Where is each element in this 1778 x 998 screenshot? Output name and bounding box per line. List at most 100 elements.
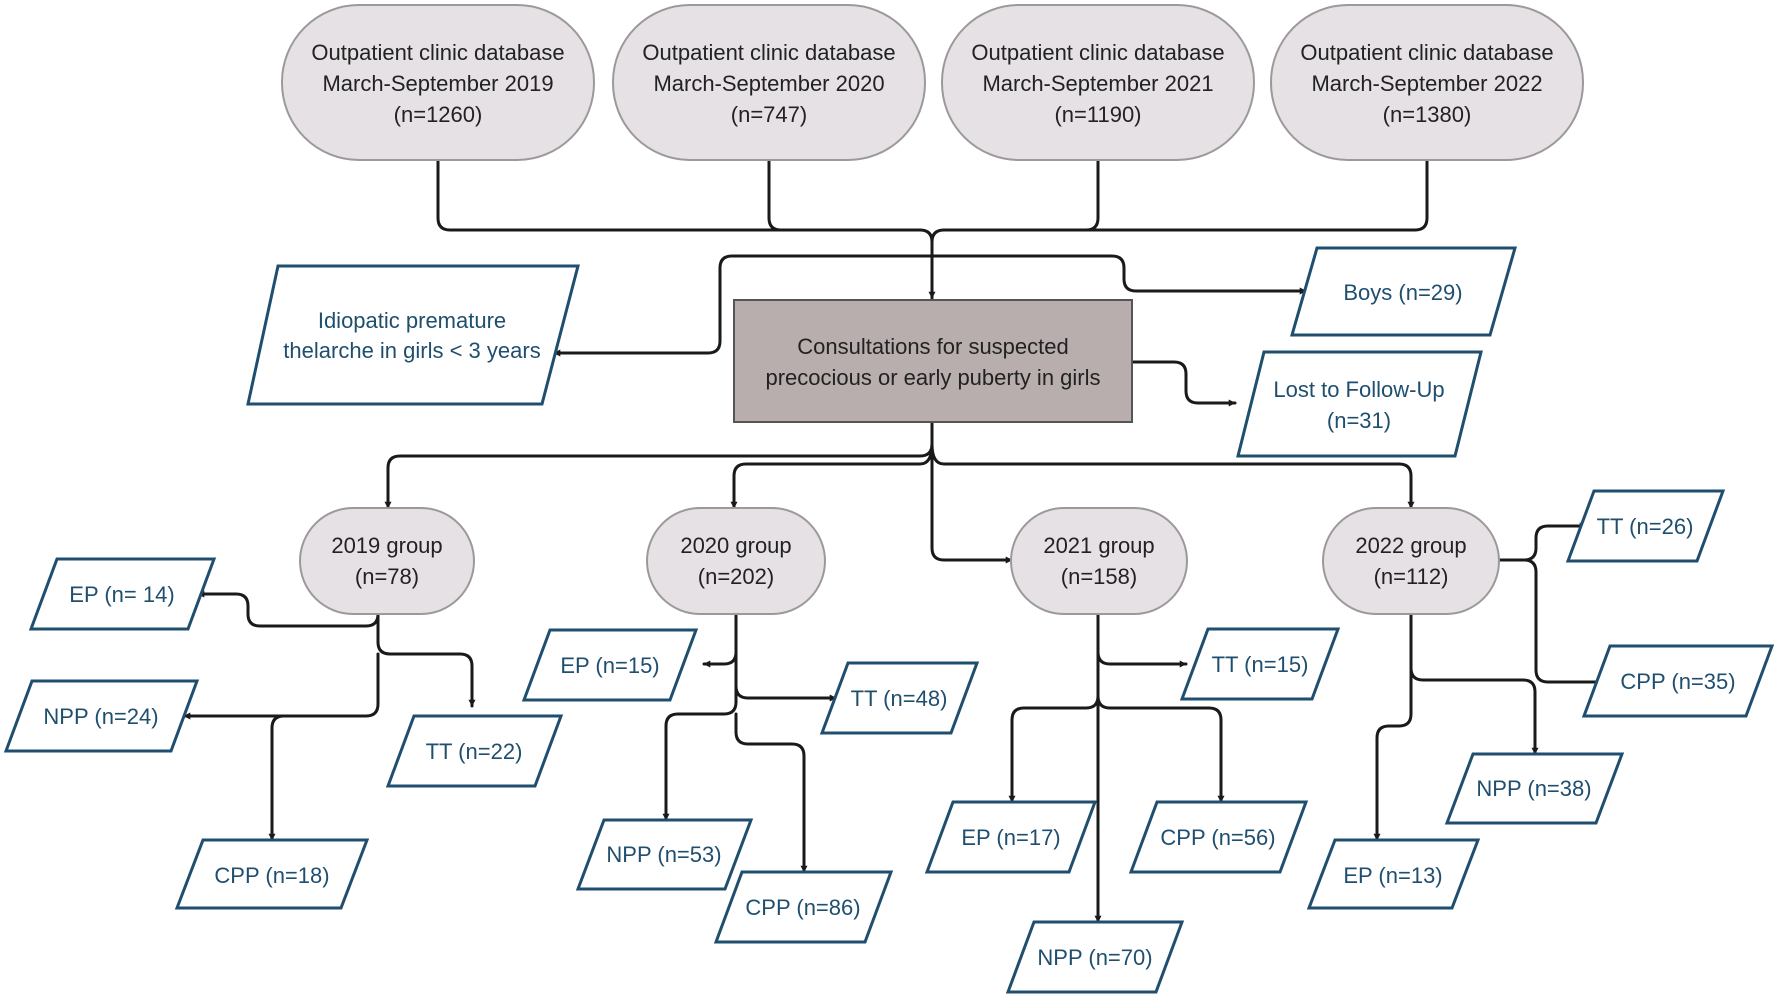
database-2021-title: Outpatient clinic database [971,40,1224,65]
2022-tt-box-shape [1565,489,1726,563]
2019-ep-label: EP (n= 14) [69,582,174,607]
arrow-2019-ep [196,590,380,628]
2020-ep-box-shape [521,628,699,702]
arrow-2020-npp [662,684,738,822]
database-2019-period: March-September 2019 [322,71,553,96]
2020-npp-box: NPP (n=53) [575,818,754,891]
2021-npp-box: NPP (n=70) [1005,920,1185,994]
2021-cpp-box-shape [1128,800,1309,874]
2019-ep-box-shape [28,557,217,631]
database-2022-period: March-September 2022 [1311,71,1542,96]
arrow-2021-cpp [1096,694,1225,804]
2022-cpp-box: CPP (n=35) [1581,644,1775,718]
database-2019-title: Outpatient clinic database [311,40,564,65]
group-2020-label: 2020 group [680,533,791,558]
group-2021-label: 2021 group [1043,533,1154,558]
2019-cpp-label: CPP (n=18) [214,863,329,888]
2021-ep-box-shape [924,800,1098,874]
2019-cpp-box-shape [174,838,370,910]
lost-box: Lost to Follow-Up (n=31) [1236,350,1483,458]
group-2021-shape [1010,507,1188,615]
arrow-2019-tt [376,612,476,708]
database-2022-shape [1270,4,1584,161]
group-2019-count: (n=78) [355,564,419,589]
2022-ep-label: EP (n=13) [1343,863,1442,888]
group-2022-count: (n=112) [1374,564,1449,589]
arrow-idiopathic [552,254,934,357]
database-2020-title: Outpatient clinic database [642,40,895,65]
group-2020: 2020 group (n=202) [646,507,826,615]
arrow-2020-cpp [734,712,808,874]
database-2019-count: (n=1260) [394,102,483,127]
2020-npp-box-shape [575,818,754,891]
database-2021-shape [941,4,1255,161]
boys-box-shape [1290,246,1517,337]
arrow-2022-group [930,442,1415,510]
arrow-2022-ep [1373,666,1413,842]
group-2022-shape [1322,507,1500,615]
arrow-2019-npp [182,652,380,720]
arrow-2020-ep [702,608,738,668]
consultations-line1: Consultations for suspected [797,334,1069,359]
2020-cpp-box-shape [713,870,894,944]
arrow-2022-npp [1409,610,1539,756]
arrow-2021-tt [1096,610,1188,668]
arrow-2019-cpp [268,714,286,842]
database-2020-count: (n=747) [731,102,807,127]
arrow-boys [930,254,1308,295]
consultations-line2: precocious or early puberty in girls [765,365,1100,390]
2020-tt-box-shape [819,661,980,735]
2019-tt-box-shape [385,714,564,788]
2022-npp-label: NPP (n=38) [1476,776,1591,801]
2022-tt-box: TT (n=26) [1565,489,1726,563]
2020-ep-label: EP (n=15) [560,653,659,678]
database-2022-count: (n=1380) [1383,102,1472,127]
2022-cpp-label: CPP (n=35) [1620,669,1735,694]
database-2021: Outpatient clinic database March-Septemb… [941,4,1255,161]
group-2022: 2022 group (n=112) [1322,507,1500,615]
database-2021-count: (n=1190) [1054,102,1141,127]
arrow-2022-cpp [1522,558,1608,686]
group-2019: 2019 group (n=78) [299,507,475,615]
2021-ep-box: EP (n=17) [924,800,1098,874]
database-2022: Outpatient clinic database March-Septemb… [1270,4,1584,161]
2021-tt-box-shape [1179,627,1341,701]
2022-npp-box-shape [1444,752,1625,825]
database-2022-title: Outpatient clinic database [1300,40,1553,65]
2021-ep-label: EP (n=17) [961,825,1060,850]
2020-cpp-box: CPP (n=86) [713,870,894,944]
2022-tt-label: TT (n=26) [1597,514,1694,539]
group-2021: 2021 group (n=158) [1010,507,1188,615]
2019-tt-box: TT (n=22) [385,714,564,788]
group-2022-label: 2022 group [1355,533,1466,558]
database-2020-period: March-September 2020 [653,71,884,96]
database-2020-shape [612,4,926,161]
boys-box: Boys (n=29) [1290,246,1517,337]
boys-label: Boys (n=29) [1343,280,1462,305]
2022-ep-box-shape [1306,838,1481,910]
2020-npp-label: NPP (n=53) [606,842,721,867]
consultations-box: Consultations for suspected precocious o… [733,299,1133,423]
2021-tt-box: TT (n=15) [1179,627,1341,701]
2019-npp-box-shape [3,679,200,753]
arrow-2021-ep [1008,650,1100,804]
2019-cpp-box: CPP (n=18) [174,838,370,910]
database-2021-period: March-September 2021 [982,71,1213,96]
2021-npp-label: NPP (n=70) [1037,945,1152,970]
connector-db-2019 [436,158,934,244]
group-2019-shape [299,507,475,615]
2022-npp-box: NPP (n=38) [1444,752,1625,825]
arrow-2021-group [930,420,1014,564]
2022-cpp-box-shape [1581,644,1775,718]
lost-box-shape [1236,350,1483,458]
idiopathic-box: Idiopatic premature thelarche in girls <… [246,264,580,406]
2020-tt-label: TT (n=48) [851,686,948,711]
2022-ep-box: EP (n=13) [1306,838,1481,910]
2020-ep-box: EP (n=15) [521,628,699,702]
idiopathic-line2: thelarche in girls < 3 years [283,338,540,363]
group-2019-label: 2019 group [331,533,442,558]
2021-cpp-label: CPP (n=56) [1160,825,1275,850]
group-2021-count: (n=158) [1061,564,1137,589]
2020-tt-box: TT (n=48) [819,661,980,735]
